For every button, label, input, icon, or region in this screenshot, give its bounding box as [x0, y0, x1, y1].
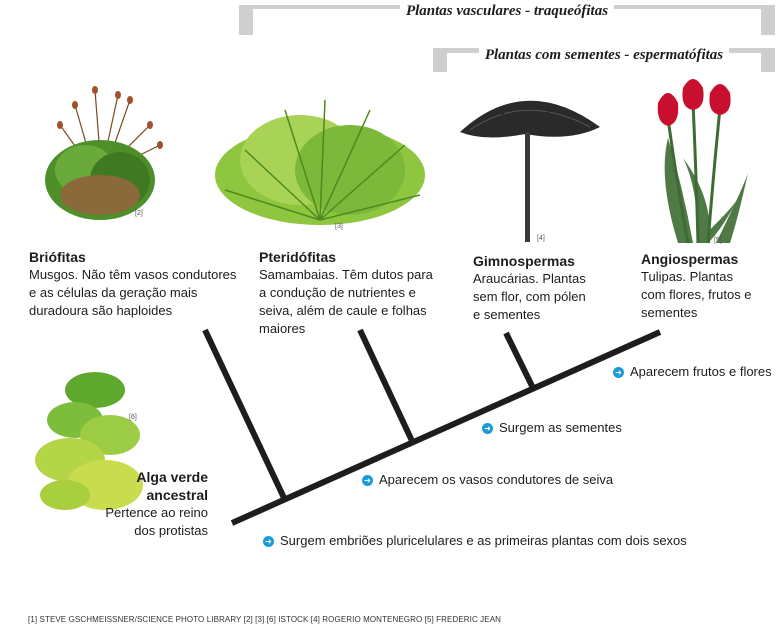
group-alga: Alga verde ancestral Pertence ao reino d… [100, 468, 208, 540]
araucaria-tree-icon: [4] [460, 100, 600, 242]
gimnospermas-branch [503, 331, 537, 392]
group-name: Angiospermas [641, 251, 739, 267]
milestone-sementes: ➜ Surgem as sementes [482, 420, 622, 436]
milestone-label: Aparecem os vasos condutores de seiva [379, 472, 614, 487]
milestone-label: Aparecem frutos e flores [630, 364, 772, 379]
arrow-right-circle-icon: ➜ [362, 474, 373, 486]
group-description: Musgos. Não têm vasos condutores e as cé… [29, 267, 237, 318]
tulip-icon: [5] [657, 79, 748, 244]
araucaria-credit-tag: [4] [537, 235, 545, 242]
milestone-label: Surgem embriões pluricelulares e as prim… [280, 533, 687, 548]
pteridofitas-branch [357, 328, 416, 445]
group-pteridofitas: Pteridófitas Samambaias. Têm dutos para … [259, 248, 441, 338]
moss-icon: [2] [45, 86, 163, 220]
milestone-vasos: ➜ Aparecem os vasos condutores de seiva [362, 472, 613, 488]
fern-credit-tag: [3] [335, 223, 343, 230]
milestone-frutos: ➜ Aparecem frutos e flores [613, 364, 772, 380]
group-description: Tulipas. Plantas com flores, frutos e se… [641, 269, 752, 320]
alga-credit-tag: [6] [129, 414, 137, 421]
tulip-credit-tag: [5] [714, 237, 722, 244]
moss-credit-tag: [2] [135, 210, 143, 217]
group-angiospermas: Angiospermas Tulipas. Plantas com flores… [641, 250, 753, 322]
group-description: Pertence ao reino dos protistas [105, 505, 208, 538]
milestone-label: Surgem as sementes [499, 420, 622, 435]
arrow-right-circle-icon: ➜ [613, 366, 624, 378]
group-name: Pteridófitas [259, 249, 337, 265]
group-name: Briófitas [29, 249, 86, 265]
group-name: Alga verde ancestral [136, 469, 208, 503]
vascular-bracket-label: Plantas vasculares - traqueófitas [399, 3, 615, 19]
photo-credits: [1] STEVE GSCHMEISSNER/SCIENCE PHOTO LIB… [28, 615, 502, 624]
arrow-right-circle-icon: ➜ [482, 422, 493, 434]
group-description: Araucárias. Plantas sem flor, com pólen … [473, 271, 586, 322]
seeds-bracket-label: Plantas com sementes - espermatófitas [478, 47, 730, 63]
group-gimnospermas: Gimnospermas Araucárias. Plantas sem flo… [473, 252, 588, 324]
group-description: Samambaias. Têm dutos para a condução de… [259, 267, 433, 336]
group-name: Gimnospermas [473, 253, 575, 269]
main-branch [230, 329, 662, 526]
green-alga-icon: [6] [35, 372, 143, 510]
briofitas-branch [202, 328, 288, 502]
milestone-embrioes: ➜ Surgem embriões pluricelulares e as pr… [263, 533, 687, 549]
fern-icon: [3] [215, 99, 425, 230]
arrow-right-circle-icon: ➜ [263, 535, 274, 547]
group-briofitas: Briófitas Musgos. Não têm vasos condutor… [29, 248, 239, 320]
